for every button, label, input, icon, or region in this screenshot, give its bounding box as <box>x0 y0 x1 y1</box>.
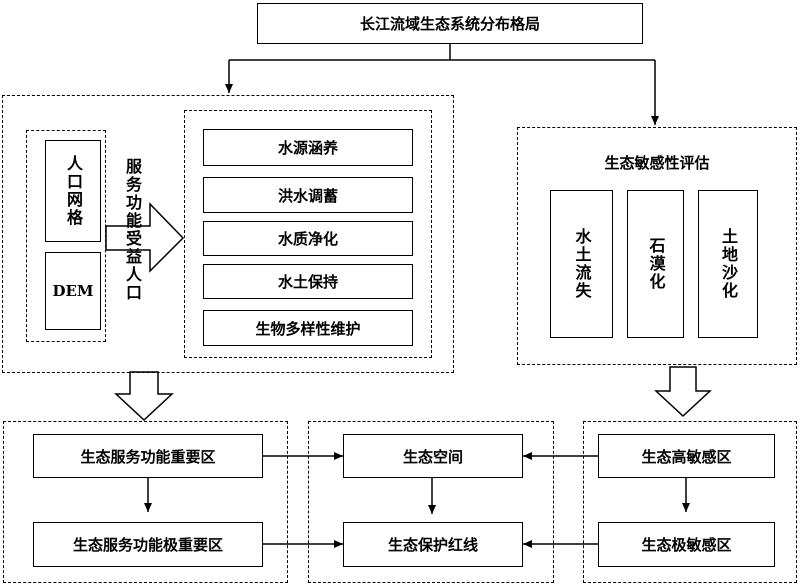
service-box: 水源涵养 <box>203 129 413 166</box>
sensitivity-item-label: 土地沙化 <box>719 228 738 300</box>
dem-label: DEM <box>52 282 94 300</box>
benefit-population-label: 服务功能受益人口 <box>123 158 142 302</box>
important-area-label: 生态服务功能重要区 <box>80 447 216 466</box>
eco-space-label: 生态空间 <box>402 447 463 466</box>
top-title: 长江流域生态系统分布格局 <box>359 15 540 33</box>
high-sensitive-label: 生态高敏感区 <box>641 447 732 466</box>
right-group-frame <box>517 127 797 365</box>
sensitivity-item-label: 水土流失 <box>572 228 592 300</box>
service-label: 水源涵养 <box>277 139 338 157</box>
service-box: 水质净化 <box>203 221 413 256</box>
extremely-sensitive-box: 生态极敏感区 <box>598 522 775 567</box>
hollow-down-arrow-left <box>114 371 174 422</box>
extremely-important-area-box: 生态服务功能极重要区 <box>33 522 263 567</box>
population-grid-label: 人口网格 <box>64 155 83 227</box>
service-label: 水质净化 <box>277 230 338 248</box>
extremely-sensitive-label: 生态极敏感区 <box>641 536 732 554</box>
service-label: 洪水调蓄 <box>277 186 338 205</box>
eco-space-box: 生态空间 <box>343 434 523 478</box>
extremely-important-area-label: 生态服务功能极重要区 <box>72 536 223 554</box>
eco-space-frame <box>308 421 554 583</box>
hollow-down-arrow-right <box>654 366 712 418</box>
red-line-box: 生态保护红线 <box>343 522 523 567</box>
sensitivity-item-box: 水土流失 <box>550 190 613 338</box>
service-box: 洪水调蓄 <box>203 177 413 213</box>
sensitivity-item-label: 石漠化 <box>646 237 666 291</box>
sensitive-zone-frame <box>583 421 797 583</box>
service-label: 生物多样性维护 <box>255 319 361 338</box>
high-sensitive-box: 生态高敏感区 <box>598 434 775 478</box>
important-area-box: 生态服务功能重要区 <box>33 434 263 478</box>
service-box: 水土保持 <box>203 264 413 299</box>
red-line-label: 生态保护红线 <box>387 536 478 554</box>
service-box: 生物多样性维护 <box>203 310 413 346</box>
service-label: 水土保持 <box>277 273 338 291</box>
population-grid-box: 人口网格 <box>45 140 101 242</box>
left-group-frame <box>2 95 454 373</box>
services-frame <box>184 110 432 358</box>
service-zone-frame <box>3 421 288 583</box>
sensitivity-title: 生态敏感性评估 <box>604 154 710 172</box>
sensitivity-item-box: 石漠化 <box>627 190 684 338</box>
input-data-frame <box>26 130 106 342</box>
sensitivity-item-box: 土地沙化 <box>698 190 758 338</box>
top-title-box: 长江流域生态系统分布格局 <box>257 3 643 44</box>
dem-box: DEM <box>45 252 101 330</box>
